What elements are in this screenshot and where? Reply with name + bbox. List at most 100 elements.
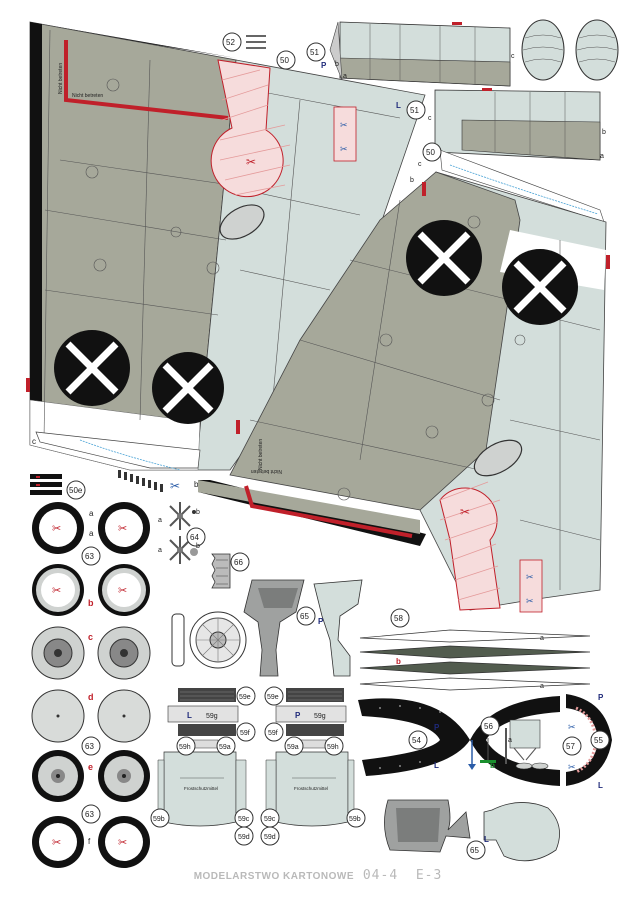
- letter-a: a: [600, 153, 604, 160]
- svg-text:✂: ✂: [52, 523, 61, 535]
- panel-label-frostschutzmittel: Frostschutzmittel: [184, 786, 218, 791]
- part-number-59b: 59b: [349, 816, 361, 823]
- svg-text:✂: ✂: [246, 155, 256, 169]
- part-number-63: 63: [85, 552, 94, 561]
- svg-text:✂: ✂: [568, 762, 576, 772]
- part-number-50b: 50: [426, 148, 435, 157]
- svg-text:✂: ✂: [52, 585, 61, 597]
- letter-L: L: [598, 781, 603, 790]
- letter-d: d: [88, 692, 94, 702]
- letter-b: b: [335, 61, 339, 68]
- wheel-set-f: ✂ ✂: [32, 816, 150, 868]
- part-number-63: 63: [85, 742, 94, 751]
- sheet-footer: MODELARSTWO KARTONOWE 04-4 E-3: [0, 868, 636, 883]
- wheel-set-e: [32, 750, 150, 802]
- right-wing-part: ✂ ✂ ✂ Nicht betreten Nicht betreten: [198, 149, 610, 613]
- svg-text:✂: ✂: [170, 479, 180, 493]
- letter-P: P: [321, 61, 327, 70]
- part-65-lower: [384, 799, 560, 862]
- left-wing-part: ✂ ✂ ✂ Nicht betreten Nicht betreten: [26, 21, 426, 471]
- svg-text:✂: ✂: [340, 144, 348, 154]
- part-55-ring: ✂ ✂: [566, 694, 612, 786]
- svg-text:✂: ✂: [118, 585, 127, 597]
- wheel-detail: [171, 611, 247, 669]
- letter-b: b: [410, 177, 414, 184]
- letter-L: L: [187, 711, 192, 720]
- stencil-text: Nicht betreten: [72, 93, 103, 99]
- letter-a: a: [508, 737, 512, 744]
- svg-text:✂: ✂: [526, 572, 534, 582]
- part-number-59e: 59e: [239, 694, 251, 701]
- letter-c: c: [88, 632, 93, 642]
- letter-e: e: [88, 762, 93, 772]
- panel-label-frostschutzmittel: Frostschutzmittel: [294, 786, 328, 791]
- stencil-text: Nicht betreten: [251, 468, 282, 474]
- part-number-59c: 59c: [238, 816, 250, 823]
- part-number-59f: 59f: [268, 730, 278, 737]
- part-number-59d: 59d: [238, 834, 250, 841]
- wheel-set-a: ✂ ✂: [32, 502, 150, 554]
- balkenkreuz-icon: [54, 330, 130, 406]
- letter-c: c: [428, 115, 432, 122]
- svg-text:✂: ✂: [460, 505, 470, 519]
- footer-sheet: E-3: [415, 868, 443, 883]
- part-59-right-set: [265, 688, 355, 827]
- svg-text:✂: ✂: [568, 722, 576, 732]
- wheel-set-b: ✂ ✂: [32, 564, 150, 616]
- oval-part-right: [575, 19, 619, 81]
- letter-P: P: [318, 617, 324, 626]
- svg-text:✂: ✂: [52, 837, 61, 849]
- letter-b: b: [602, 129, 606, 136]
- part-59-left-set: [157, 688, 247, 827]
- letter-a: a: [540, 683, 544, 690]
- stencil-text: Nicht betreten: [258, 439, 264, 470]
- part-number-59h: 59h: [327, 744, 339, 751]
- part-number-65: 65: [470, 846, 479, 855]
- letter-c: c: [418, 161, 422, 168]
- letter-b: b: [396, 657, 401, 666]
- part-number-54: 54: [412, 736, 421, 745]
- balkenkreuz-icon: [152, 352, 224, 424]
- letter-a: a: [343, 73, 347, 80]
- part-number-59h: 59h: [179, 744, 191, 751]
- slat-strip-left: ✂: [35, 431, 201, 493]
- letter-a: a: [89, 529, 94, 538]
- part-number-59d: 59d: [264, 834, 276, 841]
- part-number-64: 64: [190, 533, 199, 542]
- part-number-66: 66: [234, 558, 243, 567]
- letter-b: b: [196, 509, 200, 516]
- letter-L: L: [396, 101, 401, 110]
- part-number-51b: 51: [410, 106, 419, 115]
- wheel-set-c: [31, 626, 151, 680]
- footer-code: 04-4: [362, 868, 399, 883]
- part-number-59c: 59c: [264, 816, 276, 823]
- part-number-58: 58: [394, 614, 403, 623]
- balkenkreuz-icon: [406, 220, 482, 296]
- part-number-59b: 59b: [153, 816, 165, 823]
- part-number-50: 50: [280, 56, 289, 65]
- part-number-50e: 50e: [69, 486, 83, 495]
- letter-b: b: [490, 761, 495, 770]
- panel-label-59g: 59g: [206, 713, 218, 720]
- part-65-upper: [243, 579, 363, 677]
- letter-a: a: [540, 635, 544, 642]
- letter-L: L: [484, 835, 489, 844]
- svg-text:✂: ✂: [526, 596, 534, 606]
- part-51-upper-panel: [329, 21, 511, 87]
- letter-b: b: [88, 598, 94, 608]
- balkenkreuz-icon: [502, 249, 578, 325]
- letter-b: b: [196, 543, 200, 550]
- letter-c: c: [32, 437, 36, 446]
- part-50e: [30, 474, 86, 500]
- svg-text:✂: ✂: [118, 837, 127, 849]
- part-number-56: 56: [484, 722, 493, 731]
- part-64-hubs: [169, 502, 198, 564]
- part-58-strips: [359, 629, 591, 691]
- part-number-52: 52: [226, 38, 235, 47]
- part-51-lower-panel: [434, 88, 601, 161]
- part-52: [222, 32, 266, 52]
- part-number-59a: 59a: [287, 744, 299, 751]
- panel-label-59g: 59g: [314, 713, 326, 720]
- letter-P: P: [434, 723, 440, 732]
- letter-a: a: [158, 517, 162, 524]
